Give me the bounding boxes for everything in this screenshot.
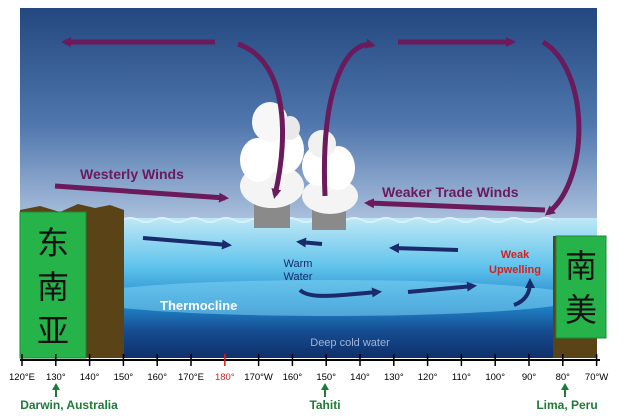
longitude-tick-label: 100° [485, 372, 505, 383]
tahiti-location-label: Tahiti [309, 398, 340, 412]
center-rising-arc [321, 38, 376, 197]
lima-location-label: Lima, Peru [536, 398, 597, 412]
south-america-char-1: 南 [565, 247, 597, 285]
longitude-tick-label: 180° [215, 372, 235, 383]
darwin-marker-icon [52, 383, 60, 397]
lima-marker-icon [561, 383, 569, 397]
location-markers [52, 383, 569, 397]
longitude-ticks: 120°E 130° 140° 150° 160° 170°E 180° 170°W 160° 1… [9, 354, 608, 383]
longitude-tick-label: 150° [316, 372, 336, 383]
longitude-tick-label: 90° [522, 372, 537, 383]
warm-water-label-2: Water [284, 271, 313, 283]
longitude-tick-label: 70°W [585, 372, 608, 383]
weak-upwelling-label-2: Upwelling [489, 264, 541, 276]
thermocline-label: Thermocline [160, 298, 237, 313]
right-descending-arc [541, 39, 582, 216]
longitude-tick-label: 130° [46, 372, 66, 383]
westerly-winds-arrow [54, 183, 229, 203]
deep-cold-water-label: Deep cold water [310, 337, 390, 349]
southeast-asia-char-2: 南 [37, 268, 69, 306]
longitude-tick-label: 150° [114, 372, 134, 383]
longitude-tick-label: 120° [418, 372, 438, 383]
wind-arrows [54, 37, 582, 216]
tahiti-marker-icon [321, 383, 329, 397]
longitude-tick-label: 160° [147, 372, 167, 383]
longitude-tick-label: 80° [556, 372, 571, 383]
longitude-tick-label: 140° [80, 372, 100, 383]
south-america-box [555, 235, 607, 339]
storm-cloud-left [240, 102, 304, 228]
weak-upwelling-label-1: Weak [501, 249, 530, 261]
longitude-tick-label: 120°E [9, 372, 35, 383]
longitude-tick-label: 110° [452, 372, 471, 383]
westerly-winds-label: Westerly Winds [80, 166, 184, 182]
longitude-tick-label: 170°E [178, 372, 204, 383]
longitude-tick-label: 160° [283, 372, 303, 383]
thermocline-glow [80, 280, 580, 316]
southeast-asia-box [19, 211, 87, 359]
longitude-tick-label: 170°W [244, 372, 273, 383]
darwin-location-label: Darwin, Australia [20, 398, 118, 412]
southeast-asia-char-1: 东 [37, 224, 69, 262]
longitude-tick-label: 130° [384, 372, 404, 383]
ocean-current-arrows [142, 236, 535, 307]
southeast-asia-char-3: 亚 [37, 312, 69, 350]
longitude-tick-label: 140° [350, 372, 370, 383]
warm-water-label-1: Warm [284, 258, 313, 270]
left-descending-arc [237, 41, 285, 199]
weaker-trade-winds-arrow [364, 198, 546, 213]
south-america-char-2: 美 [565, 291, 597, 329]
weaker-trade-winds-label: Weaker Trade Winds [382, 184, 519, 200]
